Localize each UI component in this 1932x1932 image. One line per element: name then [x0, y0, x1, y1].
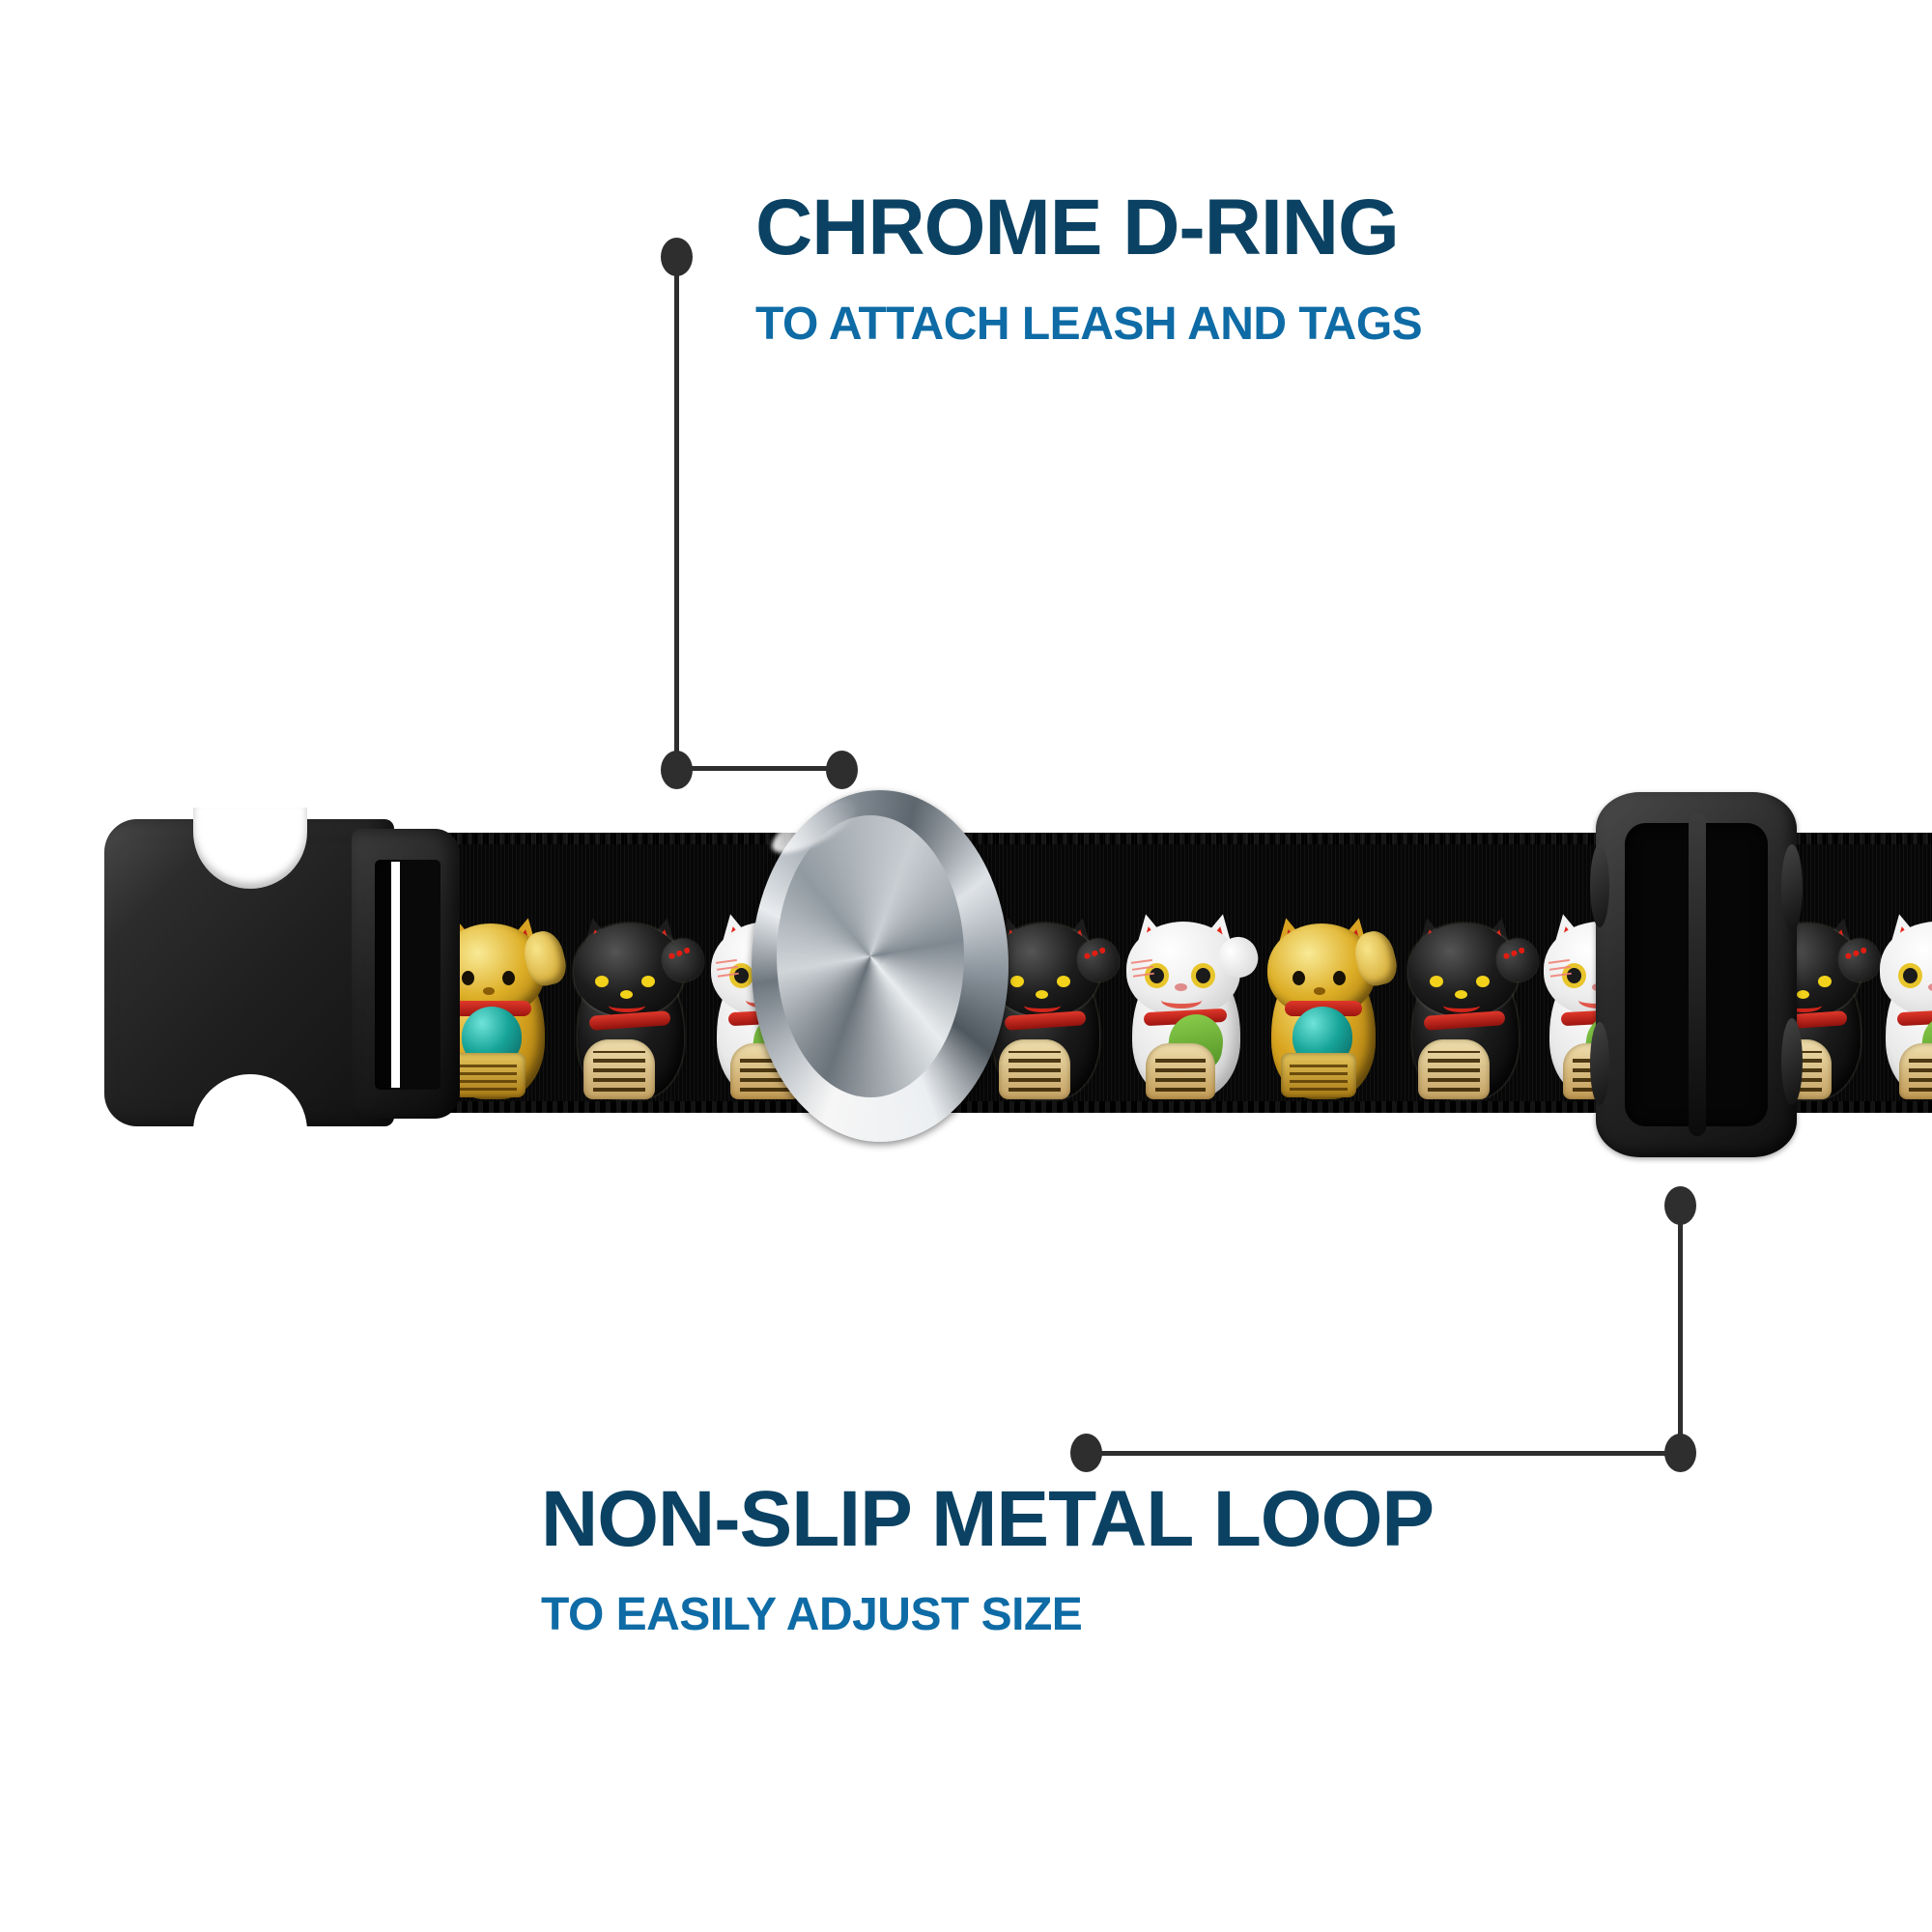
- cat-eye-right: [1818, 976, 1832, 987]
- cat-gold-coin: [583, 1039, 655, 1099]
- cat-whiskers: [1130, 958, 1159, 980]
- cat-whiskers: [1548, 958, 1577, 980]
- buckle-slot-gap: [391, 862, 400, 1088]
- cat-eye-right: [1057, 976, 1070, 987]
- cat-gold-coin: [1899, 1043, 1932, 1099]
- cat-gold-coin: [1418, 1039, 1490, 1099]
- cat-gold-coin: [1281, 1053, 1356, 1097]
- cat-mouth: [1785, 999, 1822, 1012]
- buckle-webbing-slot: [375, 860, 440, 1090]
- cat-nose: [620, 990, 633, 999]
- cat-eye-right: [1476, 976, 1490, 987]
- buckle-slot-strap-peek: [398, 860, 440, 1090]
- cat-eye-right: [641, 976, 655, 987]
- cat-eye-left: [1430, 976, 1443, 987]
- callout-title-non-slip-metal-loop: NON-SLIP METAL LOOP: [541, 1475, 1435, 1563]
- cat-mouth: [609, 999, 645, 1012]
- cat-nose: [1175, 983, 1187, 991]
- cat-nose: [1455, 990, 1467, 999]
- cat-eye-right: [1196, 968, 1210, 983]
- leader-line-loop-horizontal: [1087, 1451, 1684, 1456]
- leader-line-loop-vertical: [1678, 1208, 1683, 1454]
- slider-scallop-top-right: [1781, 844, 1803, 931]
- slider-center-bar: [1689, 813, 1706, 1136]
- leader-dot-dring-top: [661, 238, 693, 276]
- cat-eye-left: [595, 976, 609, 987]
- cat-nose: [483, 987, 495, 995]
- callout-title-chrome-d-ring: CHROME D-RING: [755, 184, 1400, 271]
- leader-line-dring-vertical: [674, 253, 679, 772]
- leader-dot-loop-end: [1070, 1434, 1102, 1472]
- metal-slider-loop: [1590, 792, 1803, 1157]
- leader-dot-loop-corner: [1664, 1434, 1696, 1472]
- cat-eye-left: [1010, 976, 1024, 987]
- cat-gold-coin: [999, 1039, 1070, 1099]
- cat-eye-right: [1333, 971, 1346, 985]
- d-ring-inner-ring: [777, 815, 964, 1097]
- cat-nose: [1036, 990, 1048, 999]
- leader-dot-loop-target: [1664, 1186, 1696, 1225]
- cat-gold-coin: [1146, 1043, 1215, 1099]
- leader-line-dring-horizontal: [674, 766, 844, 771]
- cat-eye-left: [462, 971, 474, 985]
- cat-eye-left: [1903, 968, 1918, 983]
- cat-mouth: [1024, 999, 1061, 1012]
- cat-nose: [1928, 983, 1932, 991]
- callout-subtitle-chrome-d-ring: TO ATTACH LEASH AND TAGS: [755, 298, 1423, 350]
- cat-nose: [1797, 990, 1809, 999]
- cat-whiskers: [715, 958, 744, 980]
- cat-nose: [759, 983, 772, 991]
- leader-dot-dring-corner: [661, 751, 693, 789]
- callout-subtitle-non-slip-metal-loop: TO EASILY ADJUST SIZE: [541, 1589, 1083, 1640]
- cat-mouth: [1161, 992, 1202, 1009]
- leader-dot-dring-target: [826, 751, 858, 789]
- cat-nose: [1314, 987, 1325, 995]
- cat-eye-left: [1293, 971, 1305, 985]
- cat-mouth: [746, 992, 786, 1009]
- chrome-d-ring: [752, 788, 992, 1125]
- cat-mouth: [1443, 999, 1480, 1012]
- side-release-buckle: [85, 790, 460, 1155]
- cat-gold-coin: [450, 1053, 526, 1097]
- cat-eye-right: [502, 971, 515, 985]
- slider-scallop-bottom-right: [1781, 1018, 1803, 1105]
